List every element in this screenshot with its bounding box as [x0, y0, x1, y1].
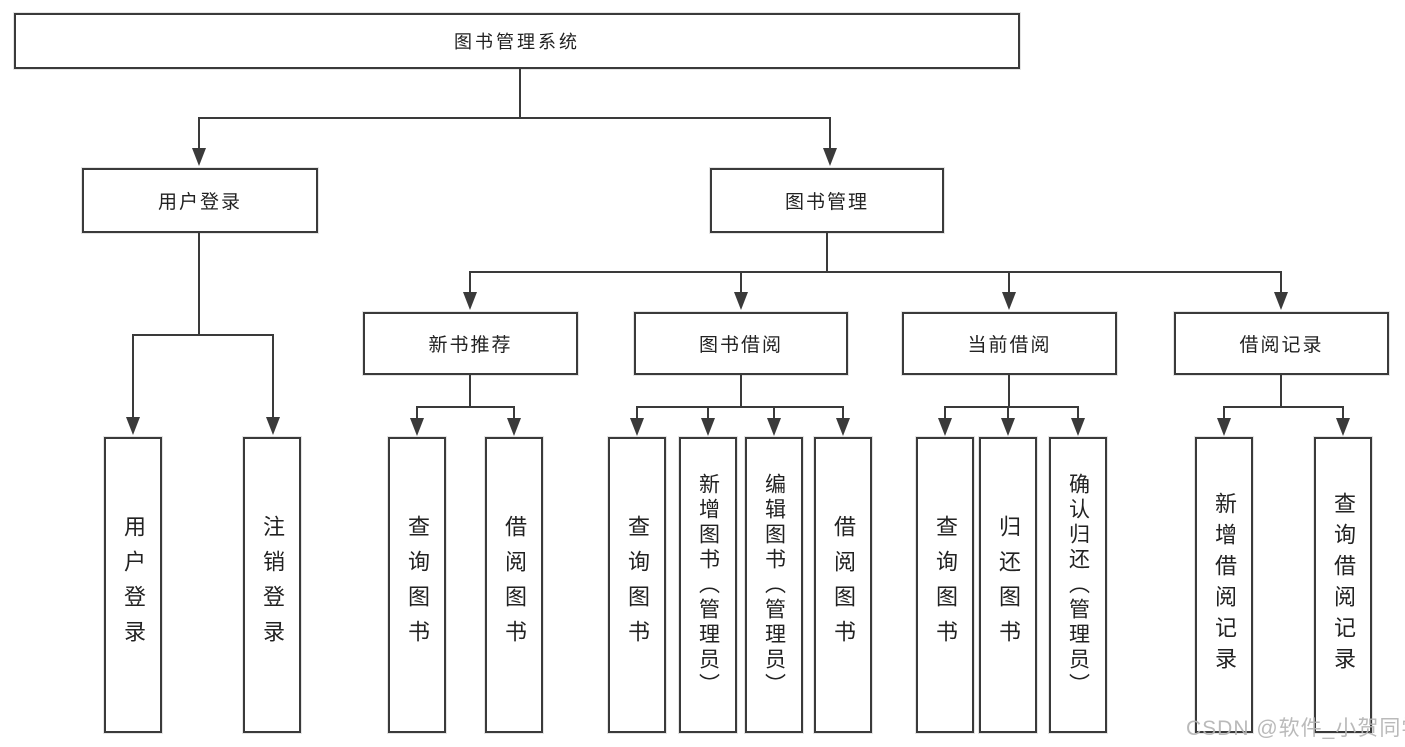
connector-line	[1077, 407, 1079, 420]
connector-line	[829, 118, 831, 150]
connector-line	[198, 118, 200, 150]
connector-line	[513, 407, 515, 420]
arrowhead-down-icon	[1336, 418, 1350, 436]
connector-line	[469, 272, 471, 294]
leaf-user-login-label: 用户登录	[121, 515, 146, 655]
arrowhead-down-icon	[1071, 418, 1085, 436]
leaf-bb-borrow-book-label: 借阅图书	[831, 515, 856, 655]
connector-line	[1007, 407, 1009, 420]
connector-line	[842, 407, 844, 420]
connector-line	[469, 375, 471, 408]
leaf-br-add-record: 新增借阅记录	[1195, 437, 1253, 733]
arrowhead-down-icon	[507, 418, 521, 436]
connector-line	[773, 407, 775, 420]
leaf-cb-return-book-label: 归还图书	[996, 515, 1021, 655]
connector-line	[826, 233, 828, 273]
node-new-book-recommend: 新书推荐	[363, 312, 578, 375]
connector-line	[740, 375, 742, 408]
leaf-bb-edit-book-admin-label: 编辑图书（管理员）	[762, 472, 786, 698]
node-borrow-record: 借阅记录	[1174, 312, 1389, 375]
arrowhead-down-icon	[823, 148, 837, 166]
arrowhead-down-icon	[126, 417, 140, 435]
node-new-book-recommend-label: 新书推荐	[428, 335, 513, 356]
connector-line	[469, 271, 1282, 273]
connector-line	[707, 407, 709, 420]
leaf-nb-borrow-book: 借阅图书	[485, 437, 543, 733]
leaf-bb-add-book-admin-label: 新增图书（管理员）	[696, 472, 720, 698]
connector-line	[132, 335, 134, 419]
leaf-bb-query-book: 查询图书	[608, 437, 666, 733]
arrowhead-down-icon	[1274, 292, 1288, 310]
leaf-nb-query-book-label: 查询图书	[405, 515, 430, 655]
leaf-br-query-record: 查询借阅记录	[1314, 437, 1372, 733]
connector-line	[1342, 407, 1344, 420]
node-root-label: 图书管理系统	[454, 32, 580, 52]
leaf-bb-query-book-label: 查询图书	[625, 515, 650, 655]
arrowhead-down-icon	[410, 418, 424, 436]
arrowhead-down-icon	[1217, 418, 1231, 436]
leaf-br-query-record-label: 查询借阅记录	[1331, 492, 1356, 678]
arrowhead-down-icon	[463, 292, 477, 310]
node-book-management: 图书管理	[710, 168, 944, 233]
arrowhead-down-icon	[1001, 418, 1015, 436]
node-current-borrow-label: 当前借阅	[967, 335, 1052, 356]
node-current-borrow: 当前借阅	[902, 312, 1117, 375]
leaf-cb-confirm-return-admin: 确认归还（管理员）	[1049, 437, 1107, 733]
leaf-br-add-record-label: 新增借阅记录	[1212, 492, 1237, 678]
arrowhead-down-icon	[630, 418, 644, 436]
node-book-borrow: 图书借阅	[634, 312, 848, 375]
connector-line	[1223, 406, 1344, 408]
connector-line	[944, 407, 946, 420]
connector-line	[636, 407, 638, 420]
leaf-cb-confirm-return-admin-label: 确认归还（管理员）	[1066, 472, 1090, 698]
connector-line	[1008, 272, 1010, 294]
connector-line	[944, 406, 1079, 408]
arrowhead-down-icon	[701, 418, 715, 436]
leaf-logout-label: 注销登录	[260, 515, 285, 655]
leaf-user-login: 用户登录	[104, 437, 162, 733]
leaf-cb-query-book-label: 查询图书	[933, 515, 958, 655]
arrowhead-down-icon	[266, 417, 280, 435]
node-user-login: 用户登录	[82, 168, 318, 233]
connector-line	[416, 406, 515, 408]
node-book-management-label: 图书管理	[784, 192, 869, 213]
node-book-borrow-label: 图书借阅	[698, 335, 783, 356]
leaf-bb-add-book-admin: 新增图书（管理员）	[679, 437, 737, 733]
leaf-nb-query-book: 查询图书	[388, 437, 446, 733]
arrowhead-down-icon	[192, 148, 206, 166]
arrowhead-down-icon	[767, 418, 781, 436]
connector-line	[1223, 407, 1225, 420]
leaf-logout: 注销登录	[243, 437, 301, 733]
arrowhead-down-icon	[836, 418, 850, 436]
leaf-nb-borrow-book-label: 借阅图书	[502, 515, 527, 655]
arrowhead-down-icon	[1002, 292, 1016, 310]
csdn-watermark: CSDN @软件_小贺同学	[1186, 717, 1405, 740]
leaf-bb-borrow-book: 借阅图书	[814, 437, 872, 733]
arrowhead-down-icon	[938, 418, 952, 436]
connector-line	[272, 335, 274, 419]
leaf-bb-edit-book-admin: 编辑图书（管理员）	[745, 437, 803, 733]
arrowhead-down-icon	[734, 292, 748, 310]
connector-line	[1280, 272, 1282, 294]
connector-line	[416, 407, 418, 420]
node-root-system: 图书管理系统	[14, 13, 1020, 69]
connector-line	[198, 117, 831, 119]
connector-line	[198, 233, 200, 336]
connector-line	[132, 334, 274, 336]
connector-line	[1280, 375, 1282, 408]
leaf-cb-return-book: 归还图书	[979, 437, 1037, 733]
node-user-login-label: 用户登录	[157, 192, 242, 213]
connector-line	[740, 272, 742, 294]
leaf-cb-query-book: 查询图书	[916, 437, 974, 733]
node-borrow-record-label: 借阅记录	[1239, 335, 1324, 356]
connector-line	[1008, 375, 1010, 408]
connector-line	[636, 406, 844, 408]
connector-line	[519, 69, 521, 118]
